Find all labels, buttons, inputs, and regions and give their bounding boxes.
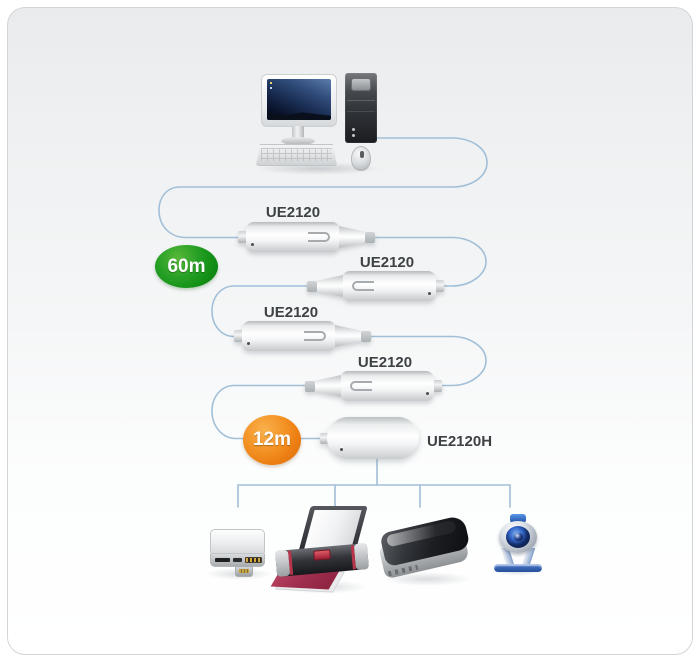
usb-extender-2-icon <box>307 271 444 301</box>
extender-plug-tip <box>365 232 375 243</box>
webcam-icon <box>492 514 544 572</box>
extender-notch <box>304 331 326 341</box>
cable-ext1-to-ext2 <box>370 236 487 287</box>
tower-drive-bay <box>351 78 371 91</box>
desktop-computer-icon <box>255 72 385 175</box>
extender-1-label: UE2120 <box>265 204 321 221</box>
device-shadow <box>382 572 472 586</box>
extender-plug <box>335 325 361 347</box>
card-slot <box>233 558 242 562</box>
extender-notch <box>352 281 374 291</box>
cable-ext3-to-ext4 <box>368 335 487 387</box>
desktop-icon <box>270 82 272 84</box>
extender-plug <box>315 375 341 397</box>
wallpaper-mountains <box>267 112 331 120</box>
mouse-icon <box>351 146 371 171</box>
usb-extender-4-icon <box>305 371 442 401</box>
extender-plug <box>317 275 343 297</box>
scanner-gloss <box>385 519 457 548</box>
monitor-base <box>281 137 315 145</box>
keyboard-icon <box>256 144 337 166</box>
card-reader-top <box>210 529 265 554</box>
extender-4-label: UE2120 <box>357 354 413 371</box>
extender-plug-tip <box>305 381 315 392</box>
cable-hub-to-peripherals <box>237 458 511 508</box>
hub-body <box>327 417 419 459</box>
hub-connector <box>320 433 328 444</box>
computer-tower-icon <box>345 73 377 143</box>
cable-ext2-to-ext3 <box>211 285 310 338</box>
keyboard-keys <box>261 148 332 161</box>
extender-connector <box>238 231 247 243</box>
printer-button <box>313 549 331 561</box>
extender-led <box>428 292 431 295</box>
webcam-lens-core <box>514 533 523 541</box>
extender-plug <box>339 226 365 248</box>
printer-icon <box>270 503 371 593</box>
desktop-icon <box>270 87 272 89</box>
extender-connector <box>433 380 442 392</box>
distance-badge-60m-text: 60m <box>167 256 206 277</box>
extender-notch <box>350 381 372 391</box>
extender-plug-tip <box>307 281 317 292</box>
card-slot-pins <box>245 557 262 563</box>
cable-ext4-to-hub <box>211 384 323 440</box>
extender-2-label: UE2120 <box>359 254 415 271</box>
card-reader-usb-plug <box>235 566 253 577</box>
monitor-screen <box>267 79 331 120</box>
printer-body <box>275 543 369 577</box>
mouse-wheel <box>360 151 364 158</box>
distance-badge-60m: 60m <box>155 245 218 288</box>
usb-extender-1-icon <box>238 222 375 252</box>
tower-led <box>352 128 355 131</box>
tower-led <box>352 134 355 137</box>
hub-label: UE2120H <box>427 433 493 450</box>
extender-connector <box>234 330 243 342</box>
extender-connector <box>435 280 444 292</box>
extender-led <box>426 392 429 395</box>
extender-3-label: UE2120 <box>263 304 319 321</box>
webcam-lens <box>506 526 530 548</box>
card-reader-icon <box>208 527 268 579</box>
extender-led <box>247 342 250 345</box>
monitor-icon <box>261 74 337 127</box>
card-slot <box>215 558 230 562</box>
webcam-clip <box>510 514 526 523</box>
webcam-head <box>499 521 537 553</box>
monitor-stand <box>292 126 304 139</box>
extender-led <box>251 243 254 246</box>
cable-computer-to-ext1 <box>158 137 488 239</box>
webcam-base <box>494 564 542 572</box>
printer-cap <box>353 543 369 571</box>
extender-plug-tip <box>361 331 371 342</box>
usb-extender-3-icon <box>234 321 371 351</box>
scanner-icon <box>378 514 472 586</box>
distance-badge-12m-text: 12m <box>252 429 292 450</box>
hub-led <box>340 448 343 451</box>
extender-notch <box>308 232 330 242</box>
usb-hub-icon <box>320 417 420 459</box>
distance-badge-12m: 12m <box>243 415 301 465</box>
